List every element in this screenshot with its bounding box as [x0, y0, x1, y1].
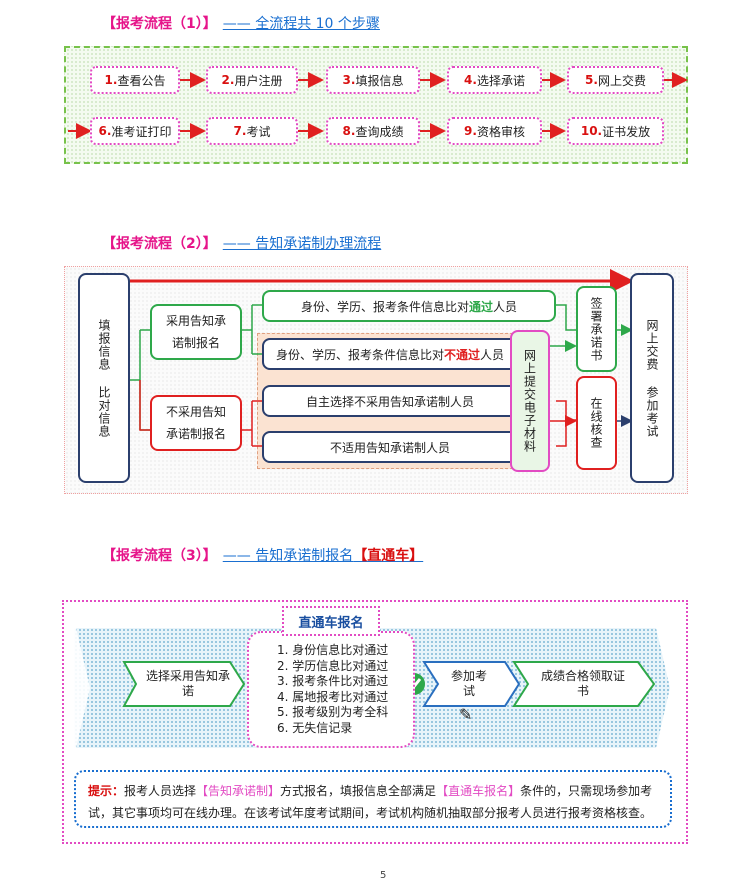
exam-taker-icon: ✎ [459, 705, 473, 724]
section-3-title: 【报考流程（3）】 —— 告知承诺制报名【直通车】 [102, 545, 423, 565]
online-check-box: 在线核查 [576, 376, 617, 470]
not-adopt-commitment-box: 不采用告知承诺制报名 [150, 395, 242, 451]
sign-commitment-box: 签署承诺书 [576, 286, 617, 372]
sign-commitment-label: 签署承诺书 [589, 296, 603, 362]
row-fail: 身份、学历、报考条件信息比对不通过人员 [262, 338, 518, 370]
fill-compare-info-label: 填报信息 比对信息 [97, 318, 111, 438]
section-3-tag: 【报考流程（3）】 [102, 548, 217, 564]
row-not-applicable: 不适用告知承诺制人员 [262, 431, 518, 463]
section-1-tag: 【报考流程（1）】 [102, 16, 217, 32]
pass-keyword: 通过 [468, 299, 493, 314]
pay-exam-label: 网上交费 参加考试 [645, 318, 659, 438]
step-2[interactable]: 2.用户注册 [206, 66, 298, 94]
adopt-commitment-label: 采用告知承诺制报名 [165, 314, 226, 350]
upload-materials-label: 网上提交电子材料 [522, 349, 537, 453]
condition-item: 4. 属地报考比对通过 [277, 689, 389, 704]
step-4[interactable]: 4.选择承诺 [447, 66, 542, 94]
fill-compare-info-box: 填报信息 比对信息 [78, 273, 130, 483]
pay-exam-box: 网上交费 参加考试 [630, 273, 674, 483]
section-3-link[interactable]: —— 告知承诺制报名【直通车】 [222, 548, 424, 564]
step-5[interactable]: 5.网上交费 [567, 66, 664, 94]
condition-item: 1. 身份信息比对通过 [277, 643, 389, 657]
page-number: 5 [380, 870, 387, 881]
section-2-tag: 【报考流程（2）】 [102, 236, 217, 252]
condition-item: 5. 报考级别为考全科 [277, 705, 389, 719]
step-1[interactable]: 1.查看公告 [90, 66, 180, 94]
step-9[interactable]: 9.资格审核 [447, 117, 542, 145]
express-conditions-list: 1. 身份信息比对通过 2. 学历信息比对通过 3. 报考条件比对通过 4. 属… [249, 633, 413, 736]
choose-commitment-label: 选择采用告知承诺 [146, 669, 231, 698]
section-1-link[interactable]: —— 全流程共 10 个步骤 [222, 16, 380, 32]
section-2-title: 【报考流程（2）】 —— 告知承诺制办理流程 [102, 233, 381, 253]
row-self-decline: 自主选择不采用告知承诺制人员 [262, 385, 518, 417]
condition-item: 6. 无失信记录 [277, 720, 353, 735]
step-6[interactable]: 6.准考证打印 [90, 117, 180, 145]
not-adopt-commitment-label: 不采用告知承诺制报名 [165, 405, 226, 441]
condition-item: 3. 报考条件比对通过 [277, 674, 389, 688]
fail-keyword: 不通过 [443, 347, 480, 362]
condition-item: 2. 学历信息比对通过 [277, 658, 389, 673]
express-conditions-box: 1. 身份信息比对通过 2. 学历信息比对通过 3. 报考条件比对通过 4. 属… [247, 631, 415, 748]
adopt-commitment-box: 采用告知承诺制报名 [150, 304, 242, 360]
step-10[interactable]: 10.证书发放 [567, 117, 664, 145]
step-7[interactable]: 7.考试 [206, 117, 298, 145]
online-check-label: 在线核查 [589, 397, 603, 449]
section-3-highlight: 【直通车】 [353, 548, 424, 564]
section-1-title: 【报考流程（1）】 —— 全流程共 10 个步骤 [102, 13, 380, 33]
upload-materials-box: 网上提交电子材料 [510, 330, 550, 472]
tip-label: 提示： [88, 784, 125, 798]
express-badge: 直通车报名 [282, 606, 380, 636]
step-3[interactable]: 3.填报信息 [326, 66, 420, 94]
row-pass: 身份、学历、报考条件信息比对通过人员 [262, 290, 556, 322]
section-2-link[interactable]: —— 告知承诺制办理流程 [222, 236, 382, 252]
pass-certificate-label: 成绩合格领取证书 [540, 669, 625, 698]
step-8[interactable]: 8.查询成绩 [326, 117, 420, 145]
tip-box: 提示：报考人员选择【告知承诺制】方式报名，填报信息全部满足【直通车报名】条件的，… [74, 770, 672, 828]
attend-exam-label: 参加考试 [450, 669, 487, 698]
